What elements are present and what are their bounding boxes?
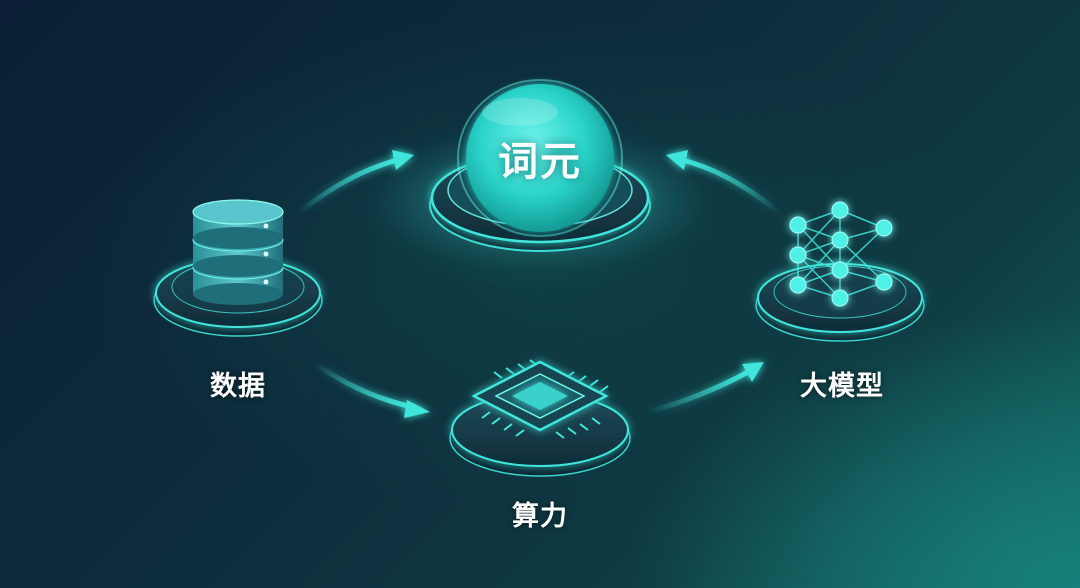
- flow-arrow-model-to-token: [666, 150, 781, 215]
- flow-arrow-data-to-compute: [313, 361, 430, 418]
- flow-arrow-data-to-token: [297, 150, 414, 215]
- data-label: 数据: [210, 371, 266, 402]
- center-hub: [370, 79, 710, 270]
- database-icon: [192, 199, 284, 305]
- compute-node: [449, 359, 631, 477]
- compute-label: 算力: [512, 501, 568, 532]
- model-label: 大模型: [800, 371, 884, 402]
- chip-icon: [471, 359, 609, 439]
- model-node: [755, 201, 925, 342]
- glowing-sphere-icon: [466, 84, 614, 232]
- center-label: 词元: [498, 139, 582, 185]
- flow-arrow-compute-to-model: [645, 362, 764, 415]
- data-node: [153, 199, 323, 337]
- neural-network-icon: [789, 201, 893, 307]
